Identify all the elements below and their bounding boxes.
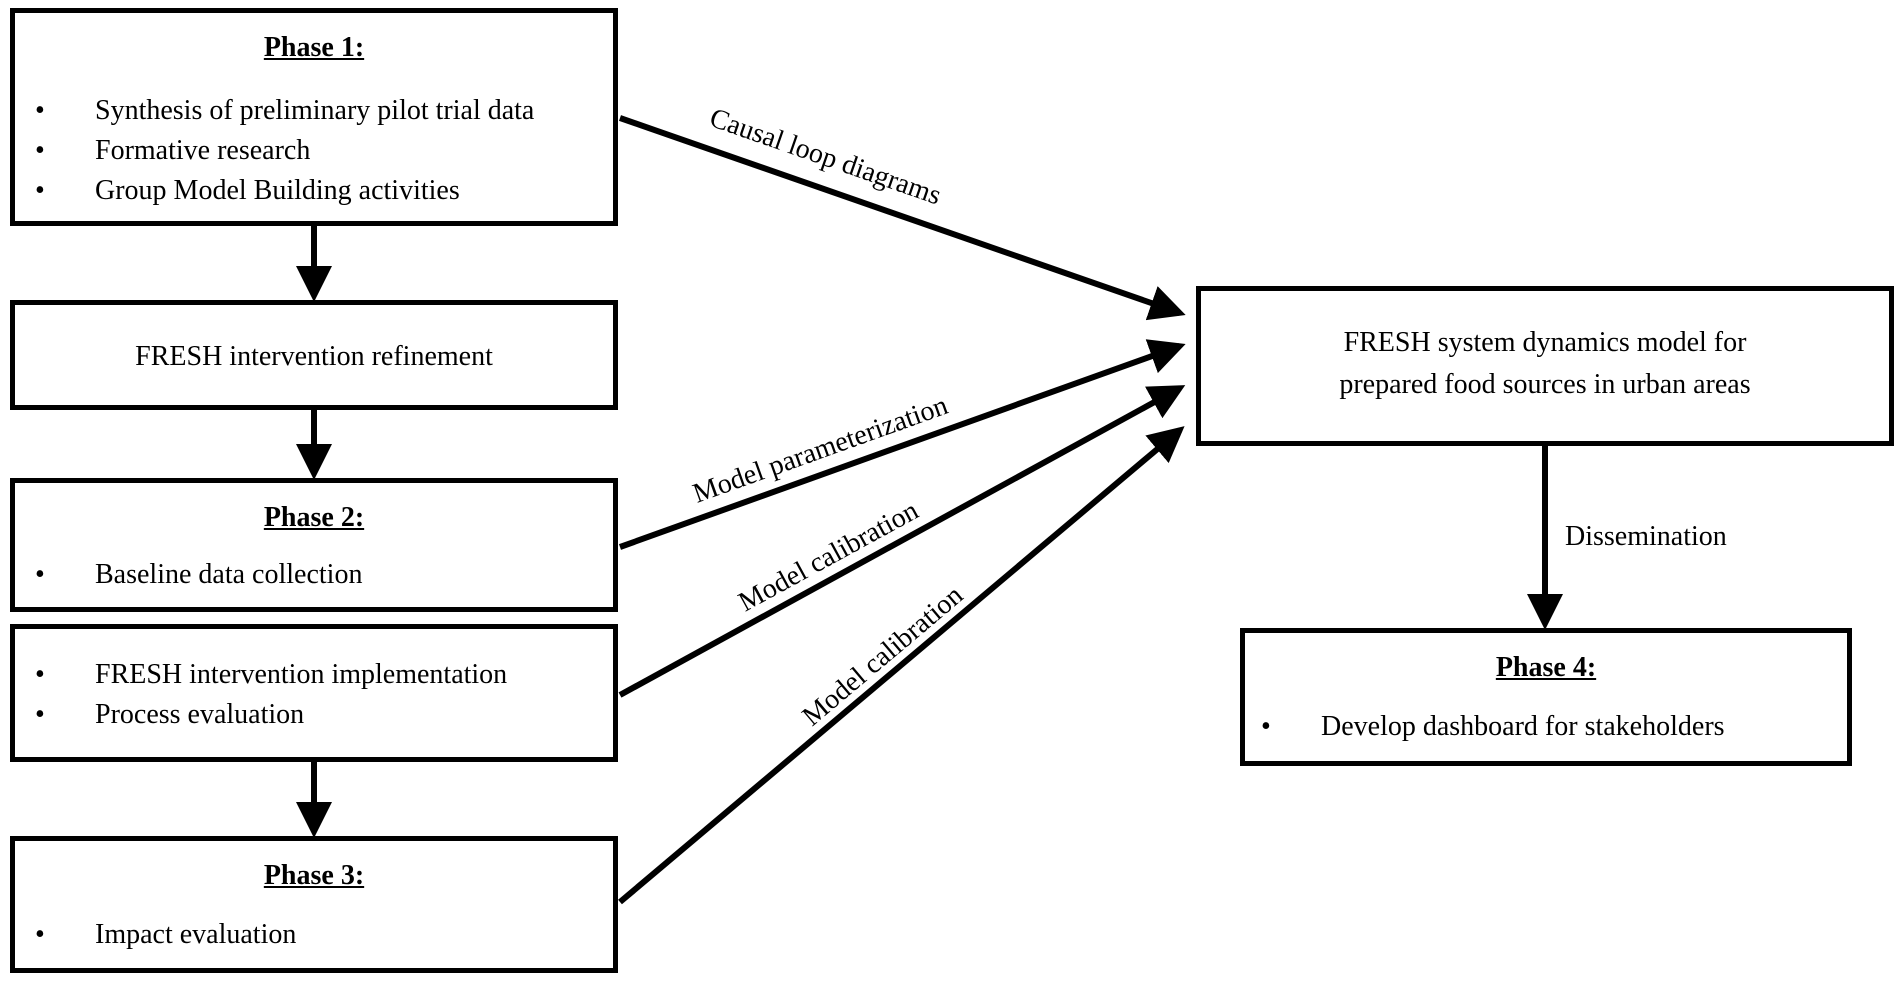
phase3-list: Impact evaluation xyxy=(35,915,603,955)
phase4-list: Develop dashboard for stakeholders xyxy=(1261,707,1837,747)
list-item: Formative research xyxy=(35,131,603,171)
phase2-list: Baseline data collection xyxy=(35,555,603,595)
phase4-box: Phase 4: Develop dashboard for stakehold… xyxy=(1240,628,1852,766)
arrow-implementation-to-model xyxy=(618,385,1186,698)
list-item: Develop dashboard for stakeholders xyxy=(1261,707,1837,747)
label-causal-loop-diagrams: Causal loop diagrams xyxy=(706,102,945,211)
label-model-calibration-2: Model calibration xyxy=(797,580,970,733)
implementation-list: FRESH intervention implementation Proces… xyxy=(35,655,603,735)
list-item: Group Model Building activities xyxy=(35,171,603,211)
refinement-box: FRESH intervention refinement xyxy=(10,300,618,410)
phase2-title: Phase 2: xyxy=(263,502,365,533)
model-text-line1: FRESH system dynamics model for xyxy=(1343,327,1747,358)
label-model-parameterization: Model parameterization xyxy=(689,390,952,510)
phase1-box: Phase 1: Synthesis of preliminary pilot … xyxy=(10,8,618,226)
phase3-box: Phase 3: Impact evaluation xyxy=(10,836,618,973)
phase1-title: Phase 1: xyxy=(263,32,365,63)
model-text-line2: prepared food sources in urban areas xyxy=(1339,369,1751,400)
list-item: FRESH intervention implementation xyxy=(35,655,603,695)
phase3-title: Phase 3: xyxy=(263,860,365,891)
refinement-text: FRESH intervention refinement xyxy=(135,341,493,372)
label-model-calibration-1: Model calibration xyxy=(733,495,923,618)
arrow-phase2-to-model xyxy=(618,339,1186,550)
arrow-phase1-to-model xyxy=(619,115,1186,321)
implementation-box: FRESH intervention implementation Proces… xyxy=(10,624,618,762)
list-item: Process evaluation xyxy=(35,695,603,735)
list-item: Impact evaluation xyxy=(35,915,603,955)
model-box: FRESH system dynamics model for prepared… xyxy=(1196,286,1894,446)
phase4-title: Phase 4: xyxy=(1495,652,1597,683)
phase2-box: Phase 2: Baseline data collection xyxy=(10,478,618,612)
list-item: Synthesis of preliminary pilot trial dat… xyxy=(35,91,603,131)
label-dissemination: Dissemination xyxy=(1565,521,1727,552)
phase1-list: Synthesis of preliminary pilot trial dat… xyxy=(35,91,603,211)
list-item: Baseline data collection xyxy=(35,555,603,595)
arrow-phase3-to-model xyxy=(618,426,1185,905)
